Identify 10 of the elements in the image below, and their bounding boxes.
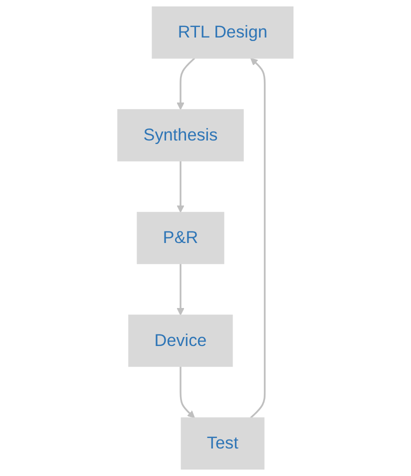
arrow bbox=[250, 58, 266, 418]
arrow bbox=[176, 160, 184, 213]
node-box: Synthesis bbox=[117, 109, 244, 162]
arrow bbox=[176, 264, 184, 316]
node-box: P&R bbox=[136, 212, 224, 264]
node-box: Test bbox=[180, 417, 265, 470]
arrow bbox=[180, 366, 196, 418]
arrow bbox=[176, 58, 196, 110]
node-box: Device bbox=[128, 314, 233, 367]
node-box: RTL Design bbox=[152, 6, 294, 59]
